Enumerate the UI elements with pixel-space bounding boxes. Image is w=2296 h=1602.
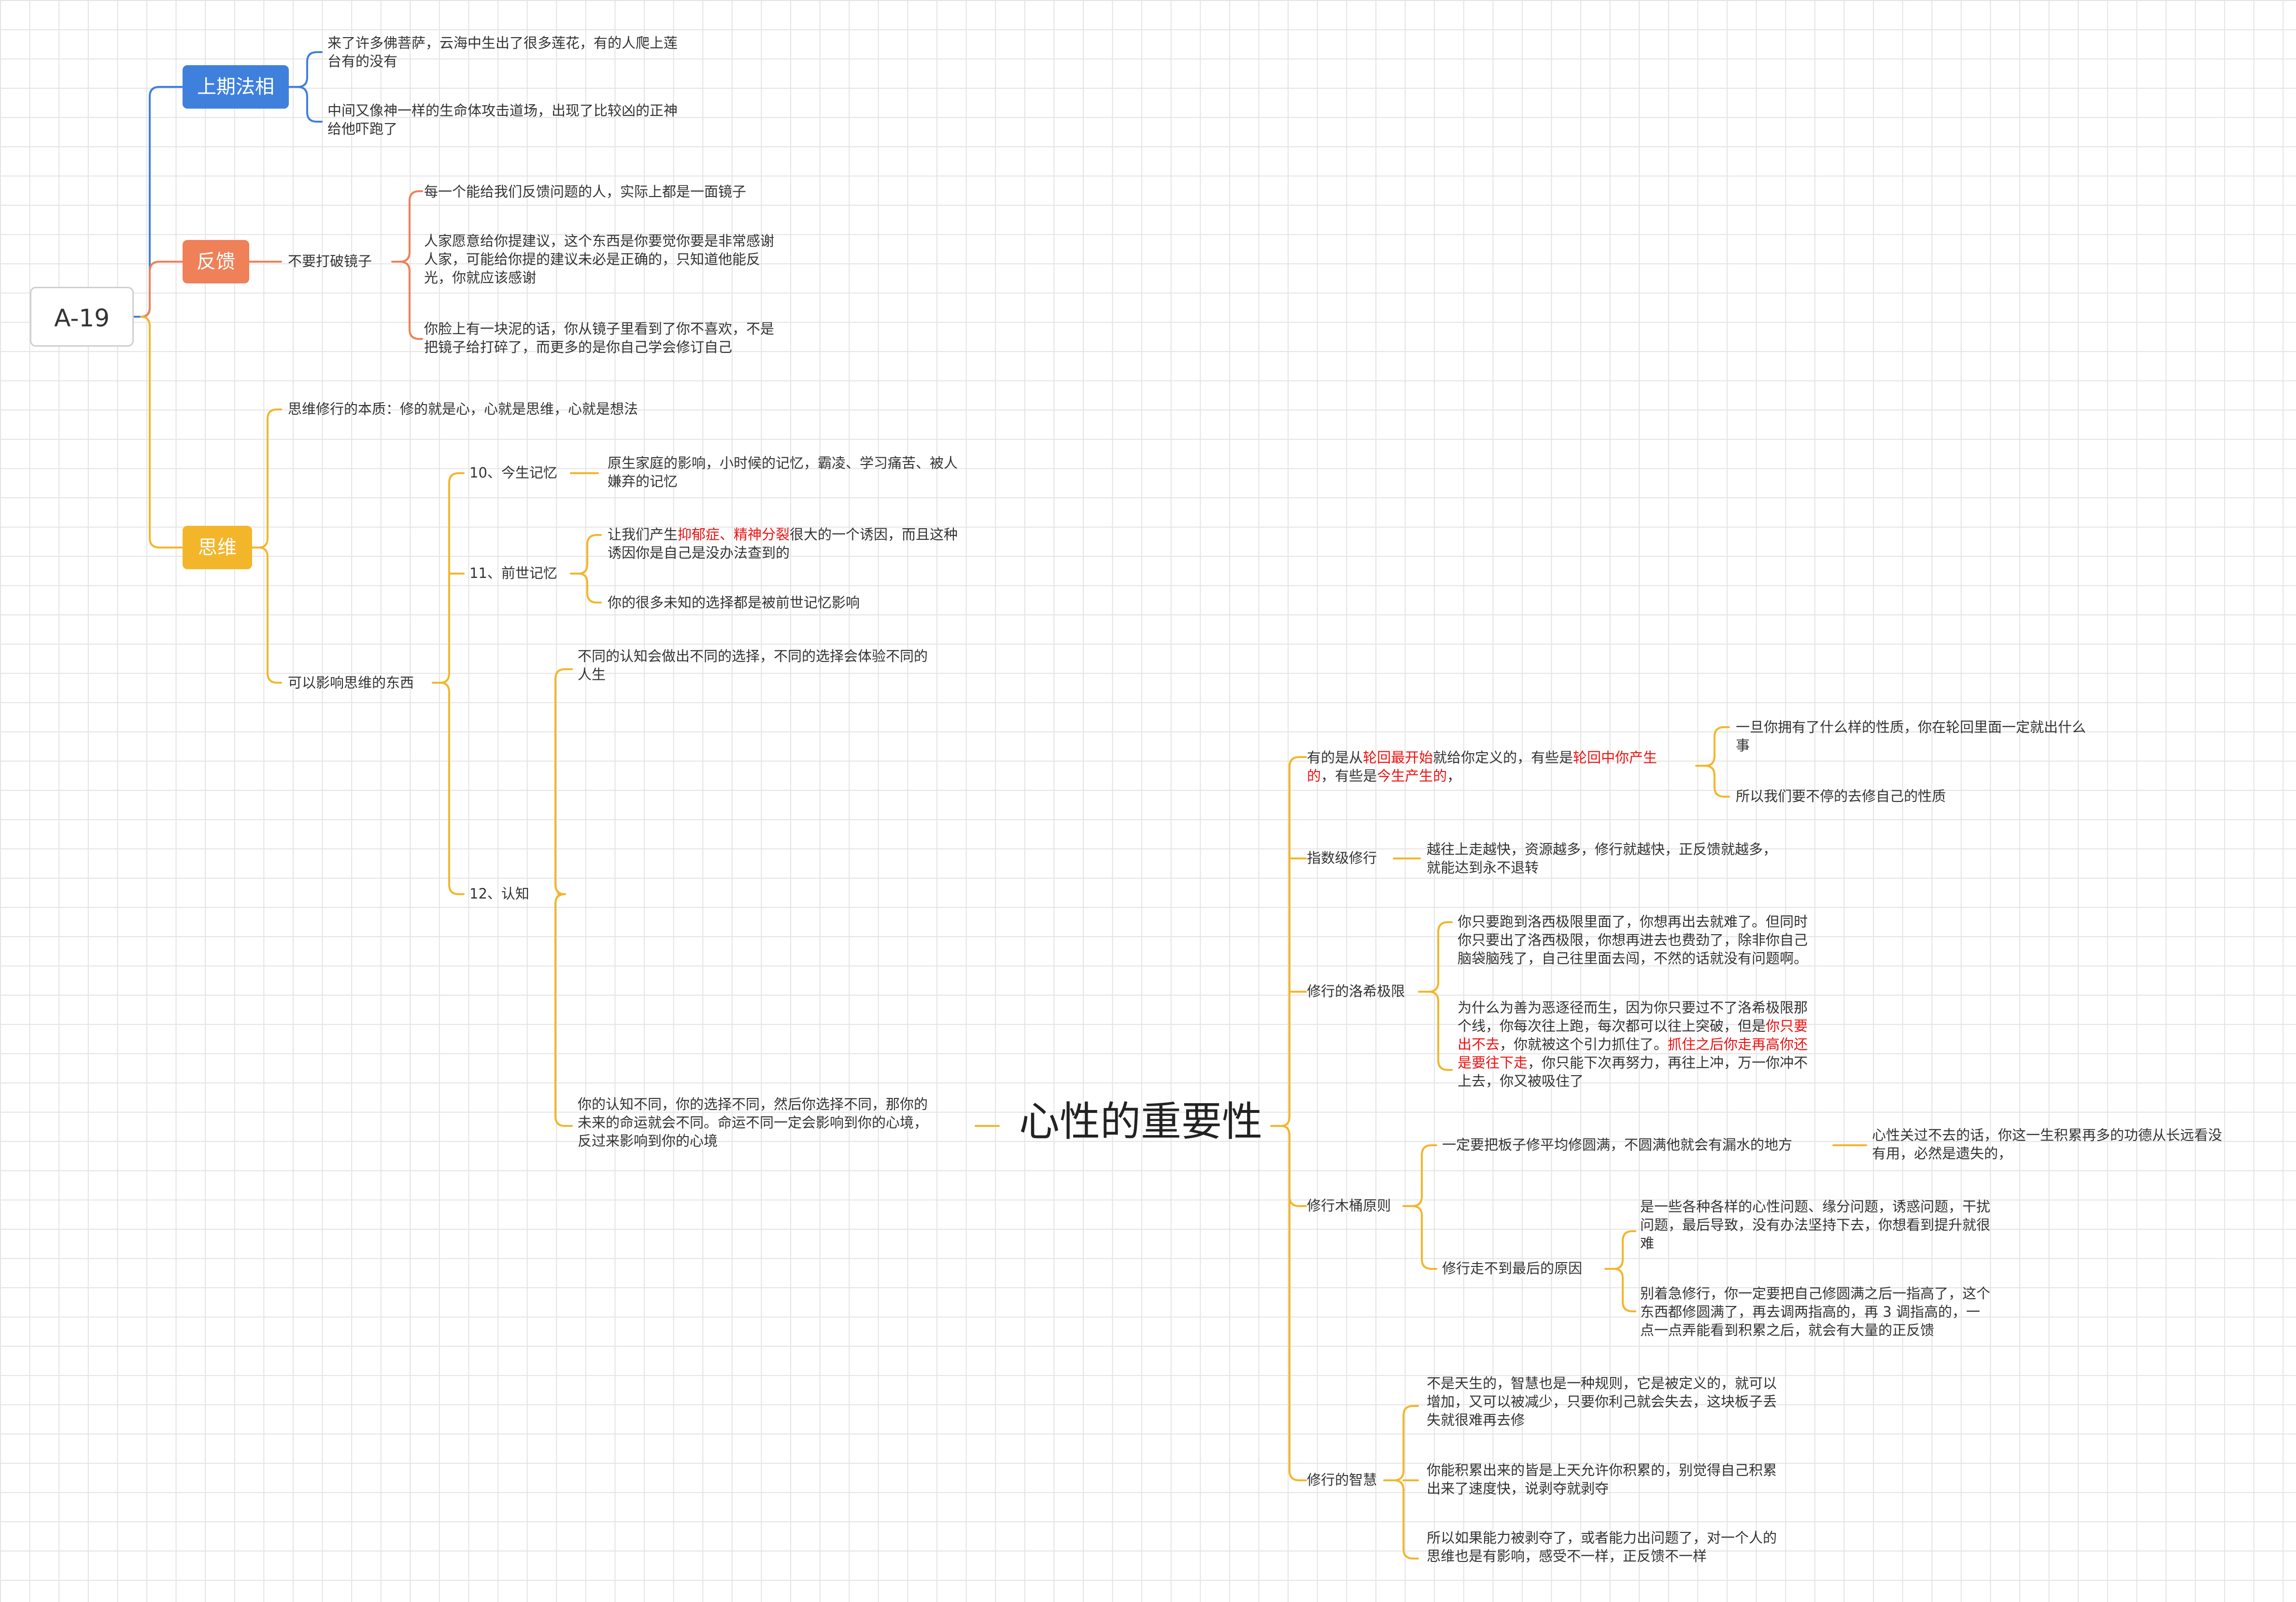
r5-text-1: 不是天生的，智慧也是一种规则，它是被定义的，就可以 增加，又可以被减少，只要你利… — [1427, 1375, 1777, 1428]
b3-node-12-text-2: 你的认知不同，你的选择不同，然后你选择不同，那你的 未来的命运就会不同。命运不同… — [578, 1096, 928, 1149]
b3-node-11-text-1: 让我们产生抑郁症、精神分裂很大的一个诱因，而且这种 诱因你是自己是没办法查到的 — [608, 526, 958, 561]
central-topic[interactable]: 心性的重要性 — [1019, 1098, 1263, 1145]
b3-node-11-label: 11、前世记忆 — [469, 565, 557, 581]
r2-text: 越往上走越快，资源越多，修行就越快，正反馈就越多， 就能达到永不退转 — [1427, 841, 1777, 876]
r5-text-3: 所以如果能力被剥夺了，或者能力出问题了，对一个人的 思维也是有影响，感受不一样，… — [1427, 1530, 1777, 1564]
b2-item-3: 你脸上有一块泥的话，你从镜子里看到了你不喜欢，不是 把镜子给打碎了，而更多的是你… — [424, 321, 775, 355]
b3-node-12-text-1: 不同的认知会做出不同的选择，不同的选择会体验不同的 人生 — [578, 648, 928, 683]
r4-sub-2: 修行走不到最后的原因 — [1442, 1260, 1583, 1277]
r5-text-2: 你能积累出来的皆是上天允许你积累的，别觉得自己积累 出来了速度快，说剥夺就剥夺 — [1427, 1462, 1777, 1497]
r4-sub-2-child-2: 别着急修行，你一定要把自己修圆满之后一指高了，这个 东西都修圆满了，再去调两指高… — [1640, 1285, 1991, 1338]
r3-label: 修行的洛希极限 — [1307, 983, 1405, 999]
b1-item-2: 中间又像神一样的生命体攻击道场，出现了比较凶的正神 给他吓跑了 — [327, 102, 678, 137]
b1-item-1: 来了许多佛菩萨，云海中生出了很多莲花，有的人爬上莲 台有的没有 — [327, 35, 678, 70]
b3-node-12-label: 12、认知 — [469, 885, 529, 902]
r2-label: 指数级修行 — [1307, 850, 1377, 866]
b2-item-2: 人家愿意给你提建议，这个东西是你要觉你要是非常感谢 人家，可能给你提的建议未必是… — [424, 233, 775, 286]
r4-sub-1: 一定要把板子修平均修圆满，不圆满他就会有漏水的地方 — [1442, 1137, 1793, 1153]
b2-sub-dont-break-mirror: 不要打破镜子 — [288, 253, 372, 269]
b3-essence: 思维修行的本质：修的就是心，心就是思维，心就是想法 — [288, 401, 638, 417]
r5-label: 修行的智慧 — [1307, 1472, 1377, 1488]
branch-thinking[interactable]: 思维 — [183, 526, 252, 569]
r4-sub-2-child-1: 是一些各种各样的心性问题、缘分问题，诱惑问题，干扰 问题，最后导致，没有办法坚持… — [1640, 1198, 1991, 1251]
r3-text-1: 你只要跑到洛西极限里面了，你想再出去就难了。但同时 你只要出了洛西极限，你想再进… — [1458, 913, 1808, 967]
r1-child-2: 所以我们要不停的去修自己的性质 — [1736, 788, 1946, 804]
r1-child-1: 一旦你拥有了什么样的性质，你在轮回里面一定就出什么 事 — [1736, 719, 2086, 754]
connector-amber — [140, 316, 1867, 1560]
root-node[interactable]: A-19 — [30, 287, 134, 347]
r1-text: 有的是从轮回最开始就给你定义的，有些是轮回中你产生 的，有些是今生产生的， — [1307, 749, 1658, 784]
connector-salmon — [140, 190, 423, 340]
b3-node-10-label: 10、今生记忆 — [469, 464, 557, 481]
b3-node-10-text: 原生家庭的影响，小时候的记忆，霸凌、学习痛苦、被人 嫌弃的记忆 — [608, 455, 958, 490]
r4-label: 修行木桶原则 — [1307, 1197, 1391, 1214]
branch-previous-dharma-image[interactable]: 上期法相 — [183, 65, 289, 109]
b3-node-11-text-2: 你的很多未知的选择都是被前世记忆影响 — [608, 594, 860, 611]
branch-feedback[interactable]: 反馈 — [183, 240, 249, 283]
b2-item-1: 每一个能给我们反馈问题的人，实际上都是一面镜子 — [424, 183, 747, 200]
r4-sub-1-child: 心性关过不去的话，你这一生积累再多的功德从长远看没 有用，必然是遗失的， — [1872, 1127, 2223, 1162]
r3-text-2: 为什么为善为恶逐径而生，因为你只要过不了洛希极限那 个线，你每次往上跑，每次都可… — [1458, 999, 1808, 1089]
b3-influence: 可以影响思维的东西 — [288, 675, 414, 691]
